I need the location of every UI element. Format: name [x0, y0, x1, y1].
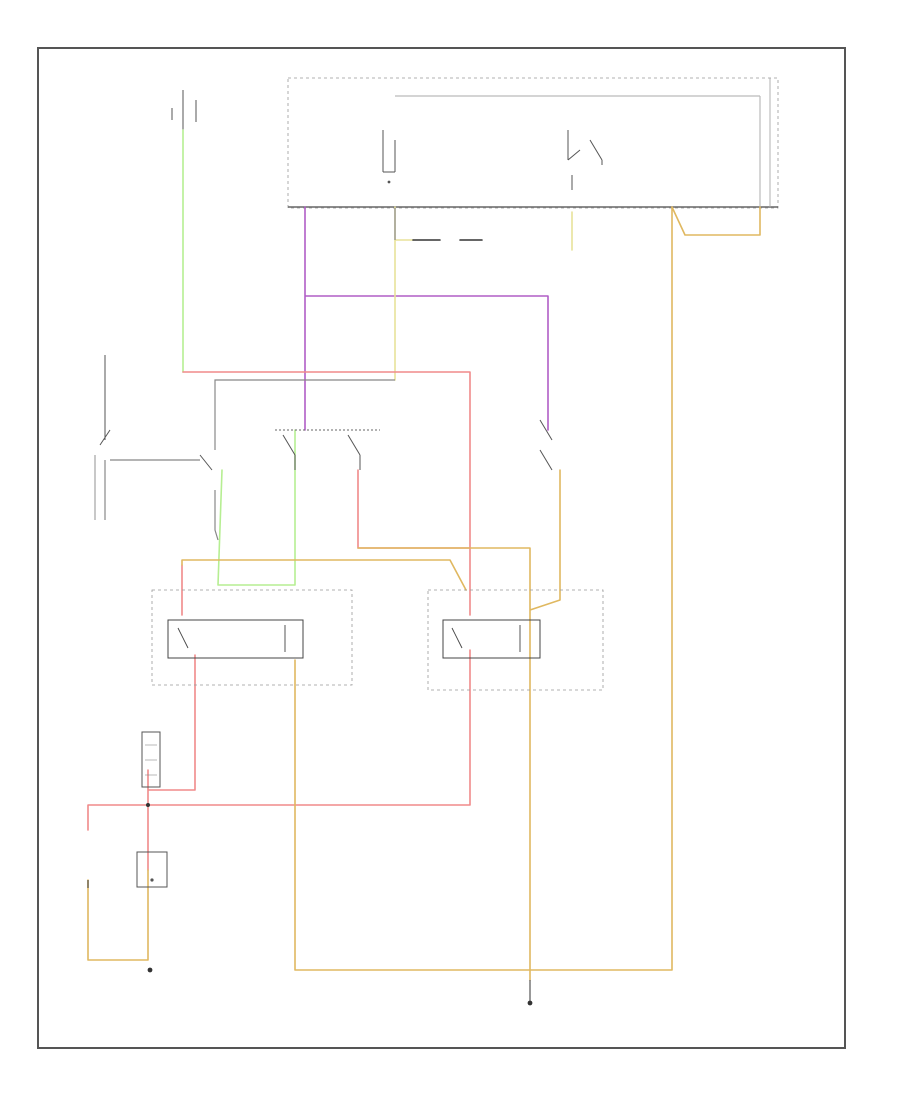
- headlamp-switch: [94, 355, 111, 520]
- wire-purple: [304, 206, 549, 431]
- wire-pink: [87, 371, 471, 871]
- top-bus-panel: [287, 77, 779, 209]
- relay-module-right: [427, 589, 604, 691]
- wire-tan: [87, 206, 761, 981]
- wire-green: [182, 129, 296, 586]
- headlamp-connector: [141, 731, 161, 788]
- relay-module-left: [151, 589, 353, 686]
- wire-gray: [104, 208, 396, 541]
- diagram-frame: [37, 47, 846, 1049]
- fuse-lead-top-left: [171, 90, 197, 130]
- wire-yellow: [394, 206, 573, 381]
- headlamp-bulb: [136, 851, 168, 888]
- headlight-relay-switch: [567, 130, 603, 190]
- fuse-switch-left: [382, 130, 396, 184]
- ground-icon: [147, 967, 153, 973]
- splice-dot-icon: [146, 803, 150, 807]
- switch-row: [199, 419, 553, 471]
